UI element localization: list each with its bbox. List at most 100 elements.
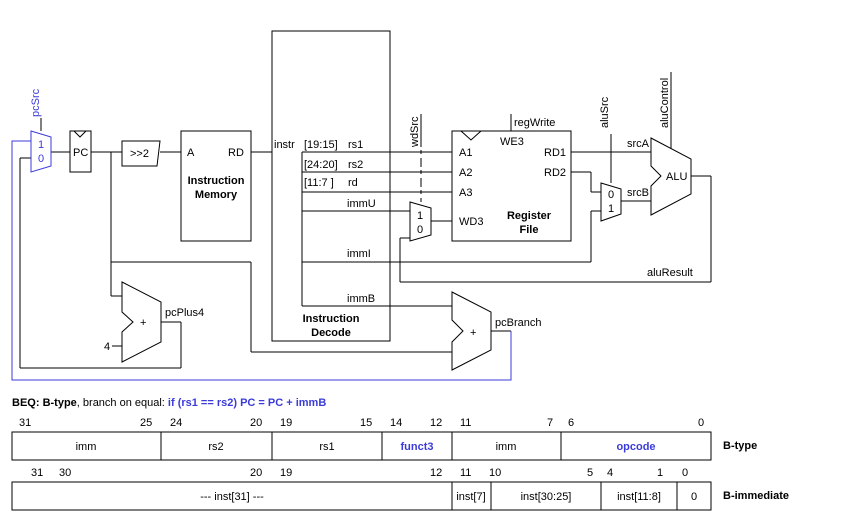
bit-number: 4: [607, 467, 613, 479]
bit-number: 20: [250, 467, 262, 479]
field-inst31: --- inst[31] ---: [200, 491, 264, 503]
pc-register: PC: [69, 130, 92, 173]
btype-encoding: 31 25 24 20 19 15 14 12 11 7 6 0 imm rs2…: [11, 417, 757, 461]
bit-number: 1: [657, 467, 663, 479]
bimm-encoding: 31 30 20 19 12 11 10 5 4 1 0 --- inst[31…: [11, 467, 789, 511]
imem-a-label: A: [187, 147, 195, 159]
bit-number: 10: [489, 467, 501, 479]
decode-title-2: Decode: [311, 327, 351, 339]
rf-a2: A2: [459, 167, 472, 179]
instruction-description: BEQ: B-type, branch on equal: if (rs1 ==…: [12, 397, 326, 409]
bit-number: 7: [547, 417, 553, 429]
immu-label: immU: [347, 198, 376, 210]
constant-four: 4: [104, 341, 110, 353]
rs1-label: rs1: [348, 139, 363, 151]
pc-label: PC: [73, 147, 88, 159]
rf-rd2: RD2: [544, 167, 566, 179]
aluresult-label: aluResult: [647, 267, 693, 279]
alusrc-mux: 0 1: [600, 182, 622, 222]
bit-number: 11: [460, 467, 471, 479]
bit-number: 31: [19, 417, 31, 429]
rf-a1: A1: [459, 147, 472, 159]
bit-number: 14: [390, 417, 402, 429]
bit-number: 5: [587, 467, 593, 479]
bit-number: 25: [140, 417, 152, 429]
instruction-memory: A RD Instruction Memory: [180, 130, 252, 242]
wire-crossovers: [418, 147, 424, 198]
pc-mux: 1 0: [30, 130, 52, 173]
alucontrol-label: aluControl: [659, 78, 671, 128]
instr-label: instr: [274, 139, 295, 151]
imem-rd-label: RD: [228, 147, 244, 159]
srca-label: srcA: [627, 138, 650, 150]
bit-number: 6: [568, 417, 574, 429]
pcbranch-adder: +: [451, 291, 492, 371]
alu-mux-in0: 0: [608, 189, 614, 201]
bit-number: 24: [170, 417, 182, 429]
rs2-bits-label: [24:20]: [304, 159, 338, 171]
field-rs1: rs1: [319, 441, 334, 453]
desc-prefix: BEQ: [12, 397, 36, 409]
desc-type: : B-type: [36, 397, 77, 409]
immb-label: immB: [347, 293, 375, 305]
shift-label: >>2: [130, 148, 149, 160]
instruction-decode: instr [19:15] rs1 [24:20] rs2 [11:7 ] rd…: [271, 30, 391, 342]
imem-title-2: Memory: [195, 189, 238, 201]
bit-number: 0: [698, 417, 704, 429]
alu: ALU: [650, 137, 692, 216]
desc-expr: if (rs1 == rs2) PC = PC + immB: [168, 397, 326, 409]
bit-number: 12: [430, 417, 442, 429]
wd-mux-in0: 0: [417, 224, 423, 236]
pcbranch-label: pcBranch: [495, 317, 541, 329]
field-inst11-8: inst[11:8]: [617, 491, 661, 503]
wdsrc-mux: 1 0: [409, 201, 432, 242]
field-opcode: opcode: [616, 441, 655, 453]
rd-label: rd: [348, 177, 358, 189]
rf-rd1: RD1: [544, 147, 566, 159]
bit-number: 30: [59, 467, 71, 479]
rf-we3: WE3: [500, 136, 524, 148]
field-imm-high: imm: [76, 441, 97, 453]
pcsrc-label: pcSrc: [30, 88, 42, 117]
plus4-sign: +: [140, 317, 146, 329]
wd-mux-in1: 1: [417, 210, 423, 222]
rs1-bits-label: [19:15]: [304, 139, 338, 151]
alu-label: ALU: [666, 171, 687, 183]
wdsrc-label: wdSrc: [409, 116, 421, 148]
field-funct3: funct3: [401, 441, 434, 453]
field-inst30-25: inst[30:25]: [521, 491, 572, 503]
imem-title-1: Instruction: [188, 175, 245, 187]
alusrc-label: aluSrc: [599, 96, 611, 128]
rf-title-2: File: [520, 224, 539, 236]
pc-mux-in0: 0: [38, 153, 44, 165]
bit-number: 12: [430, 467, 442, 479]
bit-number: 11: [460, 417, 471, 429]
bit-number: 0: [682, 467, 688, 479]
field-inst7: inst[7]: [456, 491, 485, 503]
rd-bits-label: [11:7 ]: [304, 177, 334, 189]
rs2-label: rs2: [348, 159, 363, 171]
shift-block: >>2: [121, 140, 161, 167]
pcplus4-label: pcPlus4: [165, 307, 204, 319]
bit-number: 20: [250, 417, 262, 429]
field-imm-low: imm: [496, 441, 517, 453]
decode-title-1: Instruction: [303, 313, 360, 325]
pcplus4-adder: +: [121, 281, 162, 363]
desc-text: , branch on equal:: [77, 397, 168, 409]
regwrite-label: regWrite: [514, 117, 555, 129]
bimm-label: B-immediate: [723, 490, 789, 502]
immi-label: immI: [347, 248, 371, 260]
rf-wd3: WD3: [459, 216, 483, 228]
register-file: A1 A2 A3 WD3 WE3 RD1 RD2 Register File: [451, 130, 572, 242]
srcb-label: srcB: [627, 187, 649, 199]
field-zero: 0: [691, 491, 697, 503]
bit-number: 15: [360, 417, 372, 429]
branch-sign: +: [470, 327, 476, 339]
wires: [11, 72, 712, 381]
rf-a3: A3: [459, 187, 472, 199]
alu-mux-in1: 1: [608, 203, 614, 215]
bit-number: 19: [280, 417, 292, 429]
pc-mux-in1: 1: [38, 139, 44, 151]
bit-number: 31: [31, 467, 43, 479]
btype-label: B-type: [723, 440, 757, 452]
